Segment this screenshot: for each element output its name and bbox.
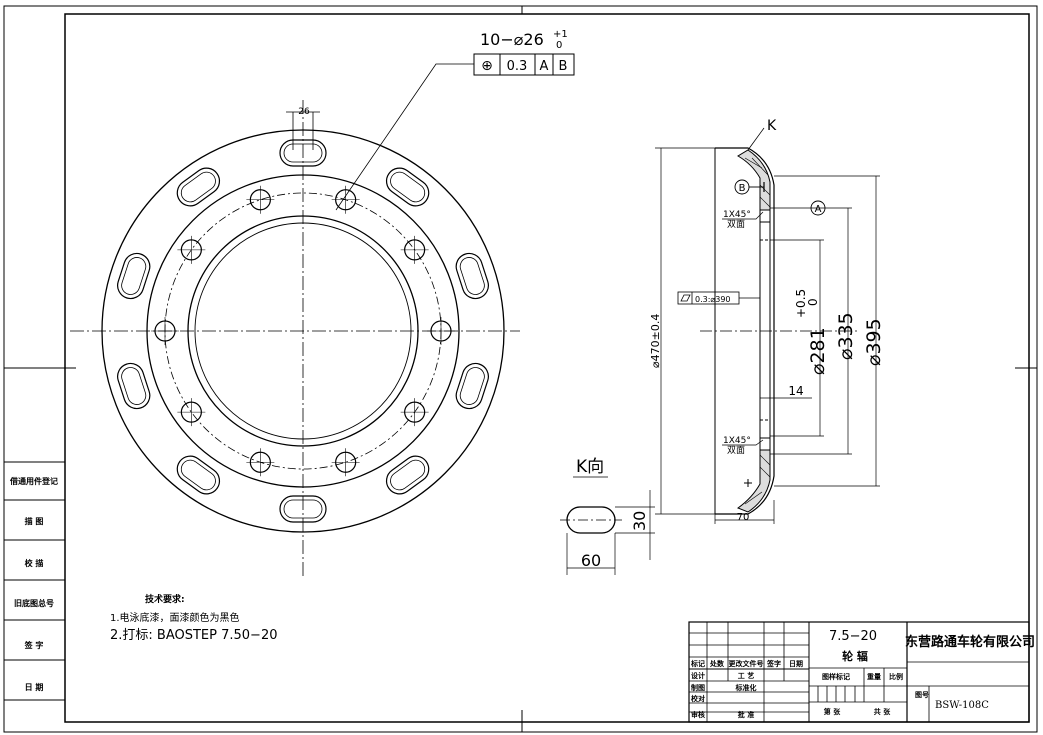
dim-bore-tol-plus: +0.5 — [794, 289, 808, 318]
vent-slot — [455, 362, 489, 410]
view-k-marker: K — [767, 118, 777, 134]
datum-b-ref: B — [559, 59, 568, 74]
k-view-width-dim: 60 — [581, 551, 601, 570]
hole-tol-plus: +1 — [553, 29, 568, 40]
tb-row-check: 校对 — [691, 694, 705, 703]
k-view — [560, 476, 655, 575]
strip-cell-5: 签 字 — [24, 640, 44, 650]
vent-slot — [279, 139, 327, 167]
tb-row-review: 审核 — [691, 710, 705, 719]
dim-pcd-diameter: ⌀335 — [835, 312, 857, 360]
flatness-tolerance: 0.3:⌀390 — [695, 295, 731, 304]
notes-line-2: 2.打标: BAOSTEP 7.50−20 — [110, 628, 278, 643]
inner-flange-circle — [146, 174, 460, 488]
bolt-hole — [331, 448, 360, 477]
dim-rim-diameter: ⌀395 — [863, 318, 885, 366]
center-bore-chamfer-circle — [194, 222, 412, 440]
tb-sample-mark: 图样标记 — [822, 672, 850, 681]
chamfer-bottom-note: 双面 — [727, 445, 745, 456]
datum-a-ref: A — [540, 59, 549, 74]
datum-b-label: B — [739, 183, 746, 194]
chamfer-top-label: 1X45° — [723, 210, 751, 220]
vent-slots — [117, 139, 489, 523]
bolt-hole — [177, 235, 206, 264]
vent-slot — [176, 455, 221, 495]
vent-slot — [176, 167, 221, 207]
hole-callout-base: 10−⌀26 — [480, 30, 544, 49]
dim-depth: 70 — [737, 512, 750, 523]
vent-slot — [117, 252, 151, 300]
vent-slot — [455, 252, 489, 300]
strip-cell-3: 校 描 — [25, 558, 44, 568]
k-view-height-dim: 30 — [630, 511, 649, 531]
strip-cell-4: 旧底图总号 — [14, 598, 54, 608]
strip-cell-6: 日 期 — [25, 682, 44, 692]
vent-slot — [279, 495, 327, 523]
dim-thickness: 14 — [788, 384, 803, 398]
bolt-hole — [400, 398, 429, 427]
outer-border — [3, 5, 1038, 733]
left-strip-table: 借通用件登记 描 图 校 描 旧底图总号 签 字 日 期 — [4, 461, 65, 701]
position-symbol: ⊕ — [481, 58, 493, 74]
slot-width-dim: 26 — [298, 107, 310, 117]
tb-hdr-sign: 签字 — [766, 659, 781, 668]
datum-a-label: A — [815, 204, 822, 215]
bolt-holes — [151, 185, 455, 477]
bolt-hole — [427, 317, 455, 345]
tb-process: 工 艺 — [738, 671, 754, 680]
tb-sheet: 第 张 — [824, 707, 841, 716]
tb-hdr-count: 处数 — [709, 659, 725, 668]
tb-hdr-mark: 标记 — [690, 659, 705, 668]
vent-slot — [385, 455, 430, 495]
bolt-hole — [400, 235, 429, 264]
tb-weight: 重量 — [867, 672, 881, 681]
bolt-hole — [246, 185, 275, 214]
tb-total: 共 张 — [874, 707, 891, 716]
front-view — [70, 63, 520, 578]
bolt-hole — [177, 398, 206, 427]
hole-tol-minus: 0 — [556, 40, 562, 51]
side-view — [655, 127, 880, 524]
tb-fig-label: 图号 — [915, 690, 929, 699]
position-value: 0.3 — [507, 59, 528, 74]
tb-approve: 批 准 — [738, 710, 754, 719]
notes-heading: 技术要求: — [145, 593, 185, 605]
tb-row-draw: 制图 — [691, 683, 705, 692]
chamfer-top-note: 双面 — [727, 219, 745, 230]
center-bore-circle — [187, 215, 419, 447]
technical-notes: 技术要求: 1.电泳底漆，面漆颜色为黑色 2.打标: BAOSTEP 7.50−… — [110, 593, 278, 643]
outer-rim-circle — [101, 129, 505, 533]
tb-scale: 比例 — [889, 672, 903, 681]
strip-cell-1: 借通用件登记 — [9, 476, 58, 486]
bolt-hole — [151, 317, 179, 345]
notes-line-1: 1.电泳底漆，面漆颜色为黑色 — [110, 611, 240, 624]
tb-standard: 标准化 — [735, 683, 757, 692]
bolt-hole — [246, 448, 275, 477]
tb-size: 7.5−20 — [829, 629, 877, 644]
chamfer-bottom-label: 1X45° — [723, 436, 751, 446]
strip-cell-2: 描 图 — [25, 516, 44, 526]
tb-company: 东营路通车轮有限公司 — [905, 634, 1035, 650]
bolt-hole — [331, 185, 360, 214]
vent-slot — [117, 362, 151, 410]
hole-callout: 10−⌀26 +1 0 ⊕ 0.3 A B — [473, 29, 575, 76]
tb-part-name: 轮 辐 — [842, 649, 868, 663]
vent-slot — [385, 167, 430, 207]
dim-outer-diameter: ⌀470±0.4 — [649, 314, 662, 368]
tb-row-design: 设计 — [691, 671, 705, 680]
tb-drawing-no: BSW-108C — [935, 700, 989, 711]
dim-bore-tol-minus: 0 — [806, 298, 820, 306]
k-view-title: K向 — [576, 457, 604, 477]
title-block — [688, 621, 1030, 723]
tb-hdr-date: 日期 — [789, 659, 803, 668]
dim-bore-diameter: ⌀281 — [807, 327, 829, 375]
tb-hdr-file: 更改文件号 — [729, 659, 764, 668]
